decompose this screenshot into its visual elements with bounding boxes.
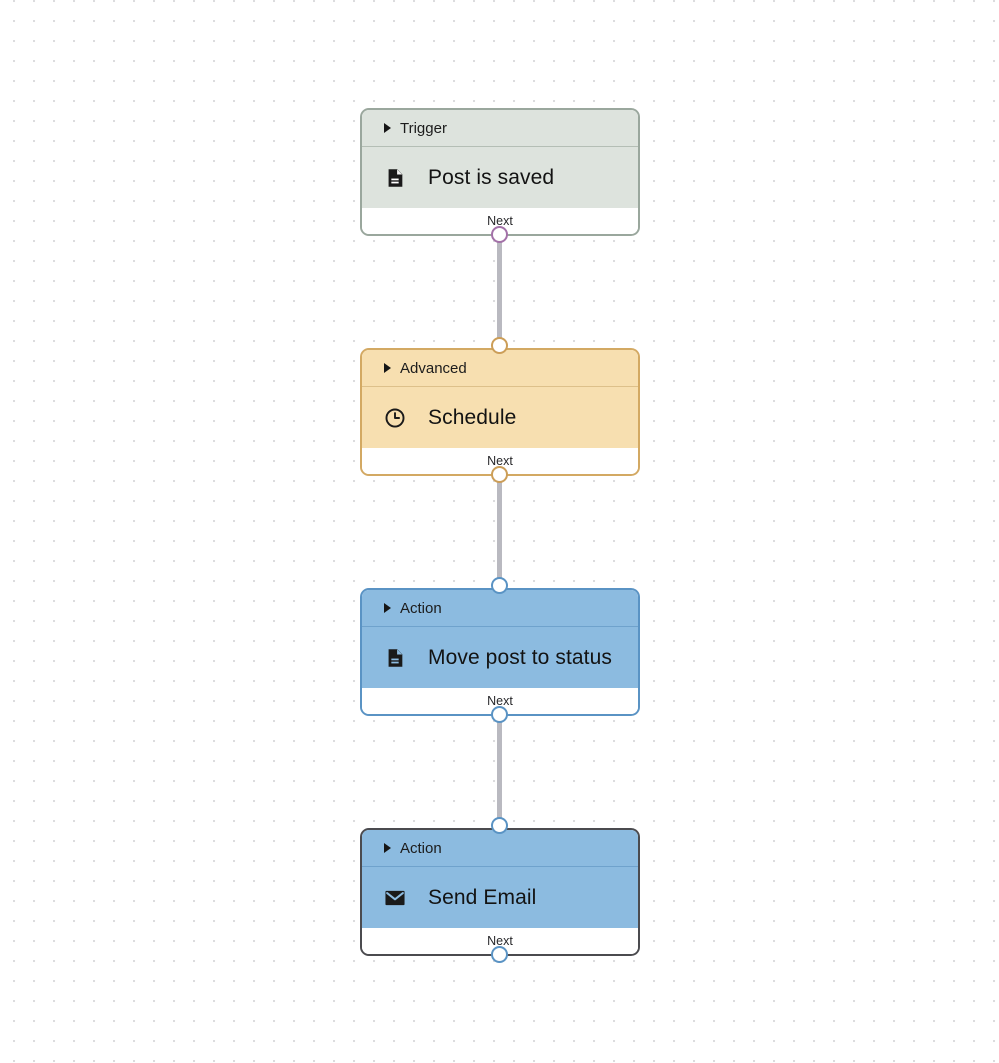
node-footer-label: Next	[487, 694, 513, 708]
collapse-triangle-icon[interactable]	[384, 843, 391, 853]
node-body-advanced[interactable]: Schedule	[362, 387, 638, 448]
clock-icon	[384, 407, 406, 429]
node-divider	[362, 866, 638, 867]
document-icon	[384, 167, 406, 189]
node-divider	[362, 626, 638, 627]
node-divider	[362, 146, 638, 147]
input-port-action-move-post[interactable]	[491, 577, 508, 594]
input-port-action-send-email[interactable]	[491, 817, 508, 834]
collapse-triangle-icon[interactable]	[384, 603, 391, 613]
node-footer-label: Next	[487, 454, 513, 468]
node-header-action[interactable]: Action	[362, 590, 638, 626]
workflow-node-action-move-post[interactable]: Action Move post to status Next	[360, 588, 640, 716]
output-port-advanced[interactable]	[491, 466, 508, 483]
node-footer-label: Next	[487, 214, 513, 228]
envelope-icon	[384, 887, 406, 909]
node-type-label: Advanced	[400, 359, 467, 377]
node-header-trigger[interactable]: Trigger	[362, 110, 638, 146]
edge-trigger-to-advanced[interactable]	[497, 235, 502, 345]
node-body-action[interactable]: Move post to status	[362, 627, 638, 688]
collapse-triangle-icon[interactable]	[384, 123, 391, 133]
output-port-trigger[interactable]	[491, 226, 508, 243]
node-body-trigger[interactable]: Post is saved	[362, 147, 638, 208]
node-header-action[interactable]: Action	[362, 830, 638, 866]
collapse-triangle-icon[interactable]	[384, 363, 391, 373]
output-port-action-move-post[interactable]	[491, 706, 508, 723]
workflow-node-trigger[interactable]: Trigger Post is saved Next	[360, 108, 640, 236]
output-port-action-send-email[interactable]	[491, 946, 508, 963]
node-footer-label: Next	[487, 934, 513, 948]
input-port-advanced[interactable]	[491, 337, 508, 354]
node-body-action[interactable]: Send Email	[362, 867, 638, 928]
workflow-node-action-send-email[interactable]: Action Send Email Next	[360, 828, 640, 956]
node-header-advanced[interactable]: Advanced	[362, 350, 638, 386]
workflow-node-advanced[interactable]: Advanced Schedule Next	[360, 348, 640, 476]
edge-advanced-to-action-1[interactable]	[497, 475, 502, 585]
node-type-label: Trigger	[400, 119, 447, 137]
node-divider	[362, 386, 638, 387]
edge-action-1-to-action-2[interactable]	[497, 715, 502, 825]
node-title: Post is saved	[428, 166, 555, 189]
document-icon	[384, 647, 406, 669]
node-title: Schedule	[428, 406, 517, 429]
node-type-label: Action	[400, 839, 442, 857]
node-title: Move post to status	[428, 646, 612, 669]
node-title: Send Email	[428, 886, 537, 909]
node-type-label: Action	[400, 599, 442, 617]
